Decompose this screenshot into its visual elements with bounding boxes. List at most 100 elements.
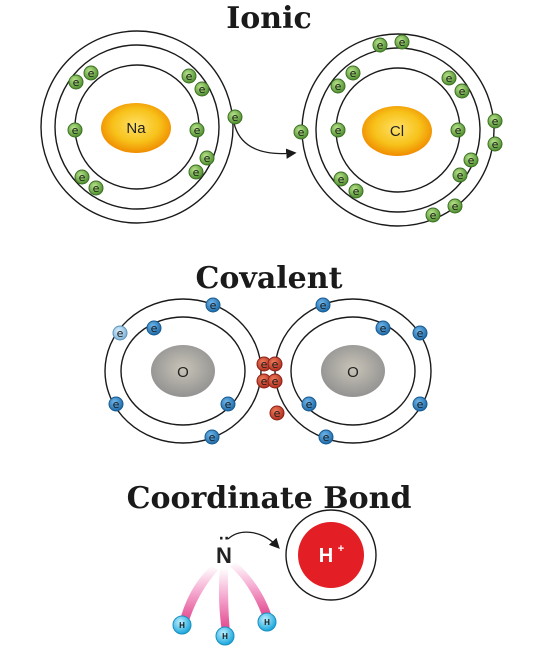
electron-label: e: [399, 36, 406, 49]
electron-label: e: [204, 152, 211, 165]
electron-label: e: [417, 327, 424, 340]
ionic-electron: e: [394, 34, 410, 50]
ionic-electron: e: [188, 164, 204, 180]
ionic-electron: e: [67, 122, 83, 138]
hydrogen-ion: H +: [285, 509, 377, 601]
oxygen-left-label: O: [177, 364, 189, 381]
covalent-electron: e: [375, 320, 391, 336]
ionic-electron: e: [447, 198, 463, 214]
electron-label: e: [73, 76, 80, 89]
electron-label: e: [455, 124, 462, 137]
hydrogen-left: [172, 615, 192, 635]
covalent-title: Covalent: [196, 261, 343, 296]
electron-label: e: [417, 398, 424, 411]
hydrogen-ion-label: H: [319, 545, 333, 567]
electron-label: e: [468, 154, 475, 167]
covalent-electron-light: e: [112, 325, 128, 341]
electron-label: e: [209, 431, 216, 444]
ionic-electron: e: [293, 124, 309, 140]
ionic-electron: e: [330, 122, 346, 138]
shared-electron: e: [269, 405, 285, 421]
electron-label: e: [306, 398, 313, 411]
sodium-shell-outer: [40, 30, 234, 224]
covalent-electron: e: [220, 396, 236, 412]
coordinate-title: Coordinate Bond: [127, 481, 412, 516]
electron-label: e: [492, 115, 499, 128]
ionic-electron: e: [441, 70, 457, 86]
covalent-electron: e: [315, 297, 331, 313]
electron-label: e: [88, 67, 95, 80]
electron-label: e: [353, 185, 360, 198]
electron-label: e: [320, 299, 327, 312]
covalent-electron: e: [204, 429, 220, 445]
electron-label: e: [79, 171, 86, 184]
ionic-electron: e: [74, 169, 90, 185]
ionic-electron: e: [487, 136, 503, 152]
ionic-electron: e: [487, 113, 503, 129]
hydrogen-right-label: H: [264, 618, 270, 627]
bond-lobe-center: [218, 568, 230, 632]
hydrogen-center: [215, 626, 235, 646]
electron-label: e: [446, 72, 453, 85]
electron-label: e: [194, 124, 201, 137]
electron-label: e: [272, 358, 279, 371]
covalent-electron: e: [146, 320, 162, 336]
oxygen-right-label: O: [347, 364, 359, 381]
electron-label: e: [377, 39, 384, 52]
bond-lobe-right: [230, 562, 271, 618]
hydrogen-ion-charge: +: [338, 543, 344, 555]
electron-label: e: [272, 375, 279, 388]
electron-label: e: [261, 358, 268, 371]
electron-label: e: [380, 322, 387, 335]
shared-electron: e: [267, 373, 283, 389]
ionic-electron: e: [68, 74, 84, 90]
hydrogen-ion-core: [298, 522, 364, 588]
ionic-electron: e: [450, 122, 466, 138]
covalent-electron: e: [412, 396, 428, 412]
ionic-electron: e: [83, 65, 99, 81]
chlorine-nucleus: [362, 106, 432, 156]
ionic-electron: e: [181, 68, 197, 84]
nitrogen-label: N: [216, 543, 232, 568]
electron-label: e: [151, 322, 158, 335]
ionic-title: Ionic: [226, 1, 312, 36]
electron-label: e: [232, 111, 239, 124]
covalent-electron: e: [108, 396, 124, 412]
electron-label: e: [186, 70, 193, 83]
electron-label: e: [261, 375, 268, 388]
ionic-electron: e: [333, 171, 349, 187]
electron-label: e: [335, 124, 342, 137]
electron-label: e: [210, 299, 217, 312]
electron-label: e: [225, 398, 232, 411]
covalent-electron: e: [301, 396, 317, 412]
ionic-electron: e: [372, 37, 388, 53]
sodium-shell-middle: [54, 44, 220, 210]
electron-label: e: [452, 200, 459, 213]
electron-label: e: [113, 398, 120, 411]
coordinate-arrow: [227, 531, 280, 549]
hydrogen-center-label: H: [222, 632, 228, 641]
electron-label: e: [199, 83, 206, 96]
lone-pair-dots: ··: [219, 531, 230, 547]
oxygen-left-nucleus: [151, 345, 215, 397]
electron-label: e: [298, 126, 305, 139]
ionic-electron: e: [348, 183, 364, 199]
ionic-electron: e: [189, 122, 205, 138]
electron-label: e: [350, 67, 357, 80]
nitrogen-group: H H H N ··: [172, 531, 277, 646]
sodium-label: Na: [126, 120, 146, 137]
oxygen-left-shell-inner: [120, 316, 246, 426]
covalent-electron: e: [412, 325, 428, 341]
oxygen-left-shell-outer: [104, 298, 262, 444]
bond-lobe-left: [180, 566, 218, 624]
electron-label: e: [93, 182, 100, 195]
ionic-electron: e: [463, 152, 479, 168]
electron-label: e: [335, 80, 342, 93]
covalent-electron: e: [205, 297, 221, 313]
electron-label: e: [72, 124, 79, 137]
hydrogen-left-label: H: [179, 621, 185, 630]
electron-label: e: [193, 166, 200, 179]
electron-label: e: [459, 85, 466, 98]
electron-label: e: [457, 169, 464, 182]
